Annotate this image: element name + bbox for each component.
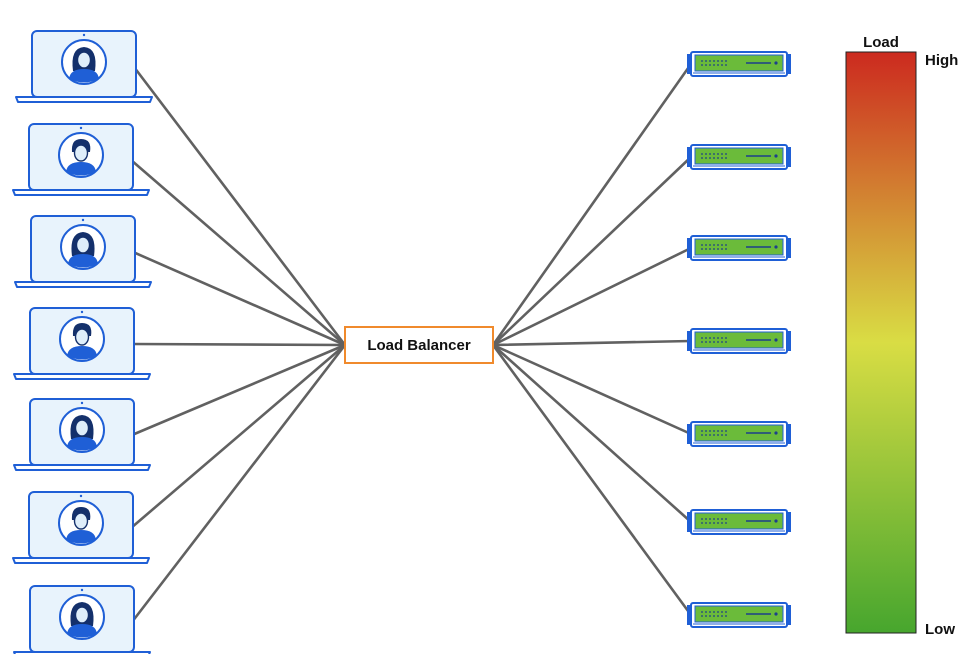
client-link <box>130 342 347 347</box>
server-led <box>774 245 778 249</box>
server-left-ear <box>687 605 692 625</box>
server-rack-icon[interactable] <box>687 328 791 354</box>
webcam-dot <box>80 588 84 592</box>
webcam-dot <box>79 126 83 130</box>
server-led <box>774 431 778 435</box>
user-avatar-icon <box>59 407 105 453</box>
server-link <box>491 155 693 347</box>
laptop-base <box>12 557 150 564</box>
load-balancer-box <box>344 326 494 364</box>
legend-low-label: Low <box>925 621 955 638</box>
client-link <box>129 343 347 530</box>
user-avatar-icon <box>59 594 105 640</box>
client-link <box>130 343 347 624</box>
server-rack-icon[interactable] <box>687 509 791 535</box>
server-rack-icon[interactable] <box>687 421 791 447</box>
user-avatar-icon <box>61 39 107 85</box>
client-laptop[interactable] <box>14 215 152 288</box>
load-legend: Load High Low <box>845 34 958 638</box>
server-rack-icon[interactable] <box>687 144 791 170</box>
laptop-base <box>13 464 151 471</box>
server-body <box>694 238 784 256</box>
connections <box>129 62 693 624</box>
legend-gradient-bar <box>845 51 917 634</box>
webcam-dot <box>79 494 83 498</box>
server-body <box>694 424 784 442</box>
webcam-dot <box>81 218 85 222</box>
webcam-dot <box>80 401 84 405</box>
client-list <box>12 30 153 654</box>
client-laptop[interactable] <box>13 307 151 380</box>
laptop-base <box>15 96 153 103</box>
server-body <box>694 512 784 530</box>
server-right-ear <box>786 512 791 532</box>
user-avatar-icon <box>60 224 106 270</box>
user-avatar-icon <box>59 316 105 362</box>
load-balancer-node[interactable]: Load Balancer <box>344 326 494 364</box>
legend-title: Load <box>863 34 899 51</box>
server-led <box>774 154 778 158</box>
webcam-dot <box>80 310 84 314</box>
server-right-ear <box>786 605 791 625</box>
legend-high-label: High <box>925 52 958 69</box>
client-laptop[interactable] <box>15 30 153 103</box>
laptop-base <box>12 189 150 196</box>
client-link <box>130 343 347 437</box>
client-link <box>131 250 347 347</box>
server-left-ear <box>687 512 692 532</box>
client-link <box>129 158 347 347</box>
user-avatar-icon <box>58 132 104 178</box>
server-body <box>694 331 784 349</box>
client-laptop[interactable] <box>12 123 150 196</box>
server-link <box>491 343 693 617</box>
server-right-ear <box>786 331 791 351</box>
server-rack-icon[interactable] <box>687 602 791 628</box>
server-led <box>774 519 778 523</box>
server-link <box>491 246 693 347</box>
laptop-base <box>14 281 152 288</box>
server-left-ear <box>687 147 692 167</box>
client-laptop[interactable] <box>13 585 151 654</box>
server-left-ear <box>687 54 692 74</box>
user-avatar-icon <box>58 500 104 546</box>
server-left-ear <box>687 331 692 351</box>
server-body <box>694 54 784 72</box>
load-balancer-label: Load Balancer <box>367 337 471 354</box>
server-list <box>687 51 791 628</box>
server-led <box>774 338 778 342</box>
server-body <box>694 147 784 165</box>
server-left-ear <box>687 424 692 444</box>
server-rack-icon[interactable] <box>687 235 791 261</box>
client-laptop[interactable] <box>12 491 150 564</box>
webcam-dot <box>82 33 86 37</box>
server-link <box>491 343 693 436</box>
server-body <box>694 605 784 623</box>
server-right-ear <box>786 147 791 167</box>
server-led <box>774 612 778 616</box>
server-right-ear <box>786 54 791 74</box>
client-link <box>132 65 347 347</box>
server-link <box>491 62 693 347</box>
server-left-ear <box>687 238 692 258</box>
client-laptop[interactable] <box>13 398 151 471</box>
server-link <box>491 339 693 347</box>
server-right-ear <box>786 238 791 258</box>
laptop-base <box>13 373 151 380</box>
server-led <box>774 61 778 65</box>
server-link <box>491 343 693 524</box>
server-rack-icon[interactable] <box>687 51 791 77</box>
server-right-ear <box>786 424 791 444</box>
